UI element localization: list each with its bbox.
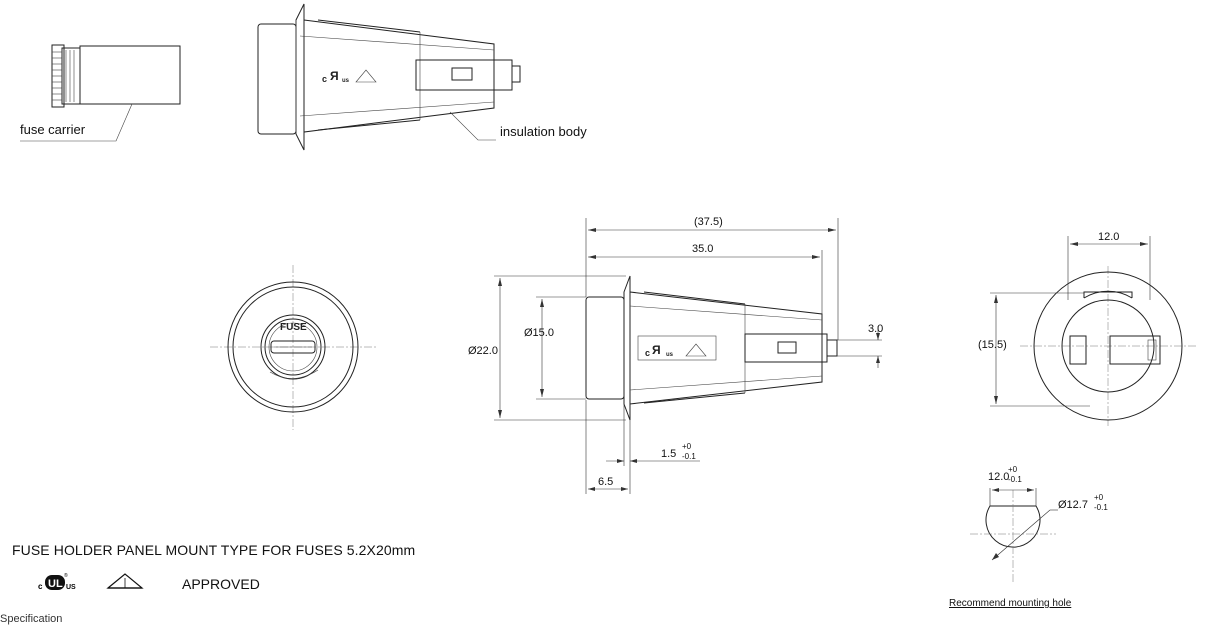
dim-hole-dia-tol-lower: -0.1 [1094, 503, 1108, 512]
insulation-body-label: insulation body [500, 124, 587, 139]
main-side-view: c Я us (37.5) 35.0 Ø22.0 Ø15.0 [468, 216, 883, 494]
dim-end-width: 12.0 [1098, 231, 1119, 243]
dim-terminal-width: 3.0 [868, 323, 883, 335]
svg-text:US: US [66, 584, 76, 591]
dim-end-height: (15.5) [978, 339, 1007, 351]
svg-text:Я: Я [652, 343, 661, 357]
svg-text:®: ® [64, 572, 68, 579]
dim-flange-dia: Ø22.0 [468, 345, 498, 357]
insulation-body-view: c Я us insulation body [257, 3, 587, 151]
svg-text:Я: Я [330, 69, 339, 83]
dim-panel-gap-tol-upper: +0 [682, 442, 692, 451]
dim-hole-flat-tol-lower: -0.1 [1008, 475, 1022, 484]
vde-certification-icon [106, 573, 144, 589]
fuse-embossed-text: FUSE [280, 322, 307, 333]
svg-text:c: c [645, 348, 650, 358]
fuse-carrier-view: fuse carrier [20, 44, 181, 142]
dim-hole-flat-tol-upper: +0 [1008, 465, 1018, 474]
svg-text:us: us [666, 352, 674, 358]
fuse-carrier-label: fuse carrier [20, 122, 86, 137]
ul-certification-icon: c UL US ® [38, 572, 76, 591]
dim-overall-length: (37.5) [694, 216, 723, 228]
mounting-hole-caption: Recommend mounting hole [949, 598, 1072, 609]
svg-text:c: c [38, 582, 43, 591]
dim-flange-thickness: 6.5 [598, 476, 613, 488]
dim-panel-gap-tol-lower: -0.1 [682, 452, 696, 461]
dim-hole-flat: 12.0 [988, 471, 1009, 483]
front-view: FUSE [210, 265, 376, 430]
svg-text:us: us [342, 78, 350, 84]
svg-text:UL: UL [48, 578, 63, 590]
svg-text:c: c [322, 74, 327, 84]
approval-label: APPROVED [182, 576, 260, 592]
dim-body-length: 35.0 [692, 243, 713, 255]
dim-panel-gap: 1.5 [661, 448, 676, 460]
mounting-hole-view: 12.0 +0 -0.1 Ø12.7 +0 -0.1 [970, 465, 1108, 582]
dim-hole-dia: Ø12.7 [1058, 499, 1088, 511]
specification-label: Specification [0, 613, 63, 625]
drawing-title: FUSE HOLDER PANEL MOUNT TYPE FOR FUSES 5… [12, 542, 416, 558]
dim-hole-dia-tol-upper: +0 [1094, 493, 1104, 502]
end-view: 12.0 (15.5) [978, 231, 1196, 426]
dim-body-dia: Ø15.0 [524, 327, 554, 339]
